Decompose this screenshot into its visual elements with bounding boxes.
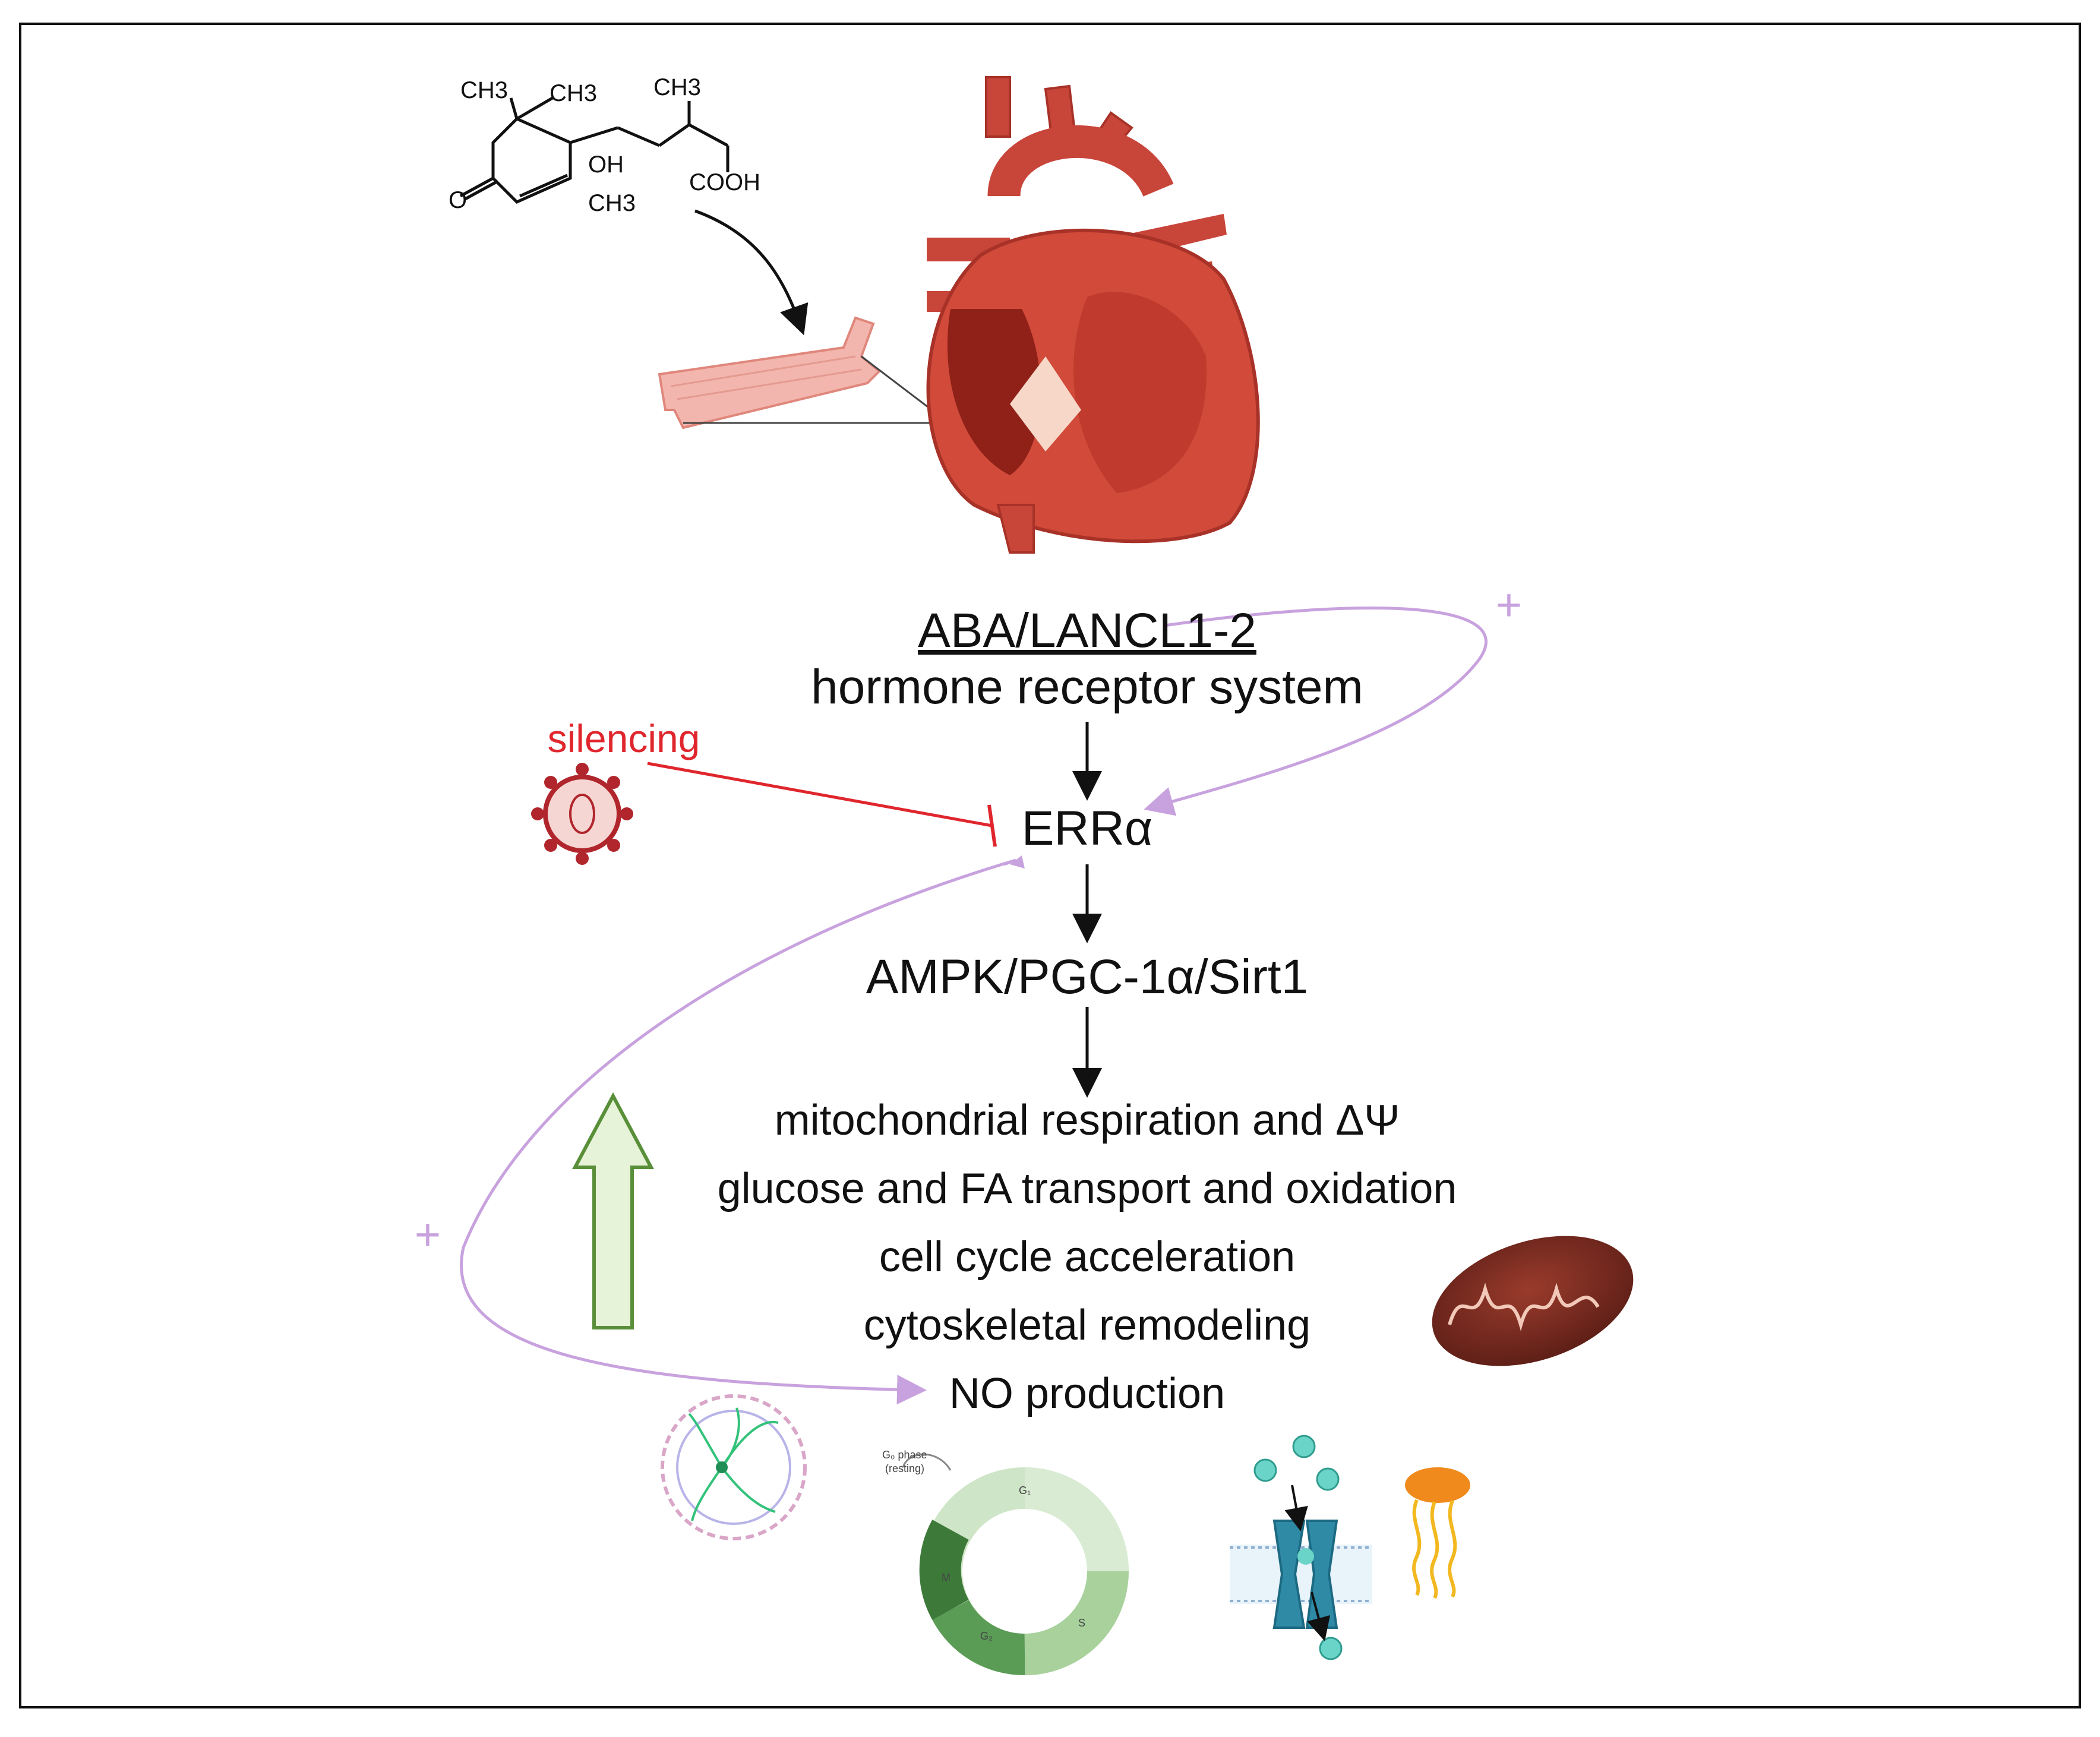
molecule-to-cell-arrow [694, 209, 809, 336]
outcome-item: mitochondrial respiration and ΔΨ [774, 1097, 1400, 1144]
outcome-item: cytoskeletal remodeling [863, 1302, 1311, 1349]
outcome-item: NO production [949, 1370, 1226, 1417]
feedback-arrow-upper [1144, 607, 1488, 816]
erra-label: ERRα [1021, 801, 1153, 855]
cell-cycle-g0-label: G₀ phase [882, 1449, 927, 1461]
receptor-system-title: ABA/LANCL1-2 [918, 604, 1256, 658]
feedback-arrow-lower-to-no [460, 858, 1016, 1405]
cytoskeleton-icon [661, 1394, 807, 1540]
cell-cycle-g2-label: G₂ [980, 1630, 993, 1642]
feedback-plus-lower: + [414, 1209, 441, 1260]
membrane-transporter-icon [1230, 1435, 1372, 1660]
silencing-inhibition-line [647, 762, 993, 828]
virus-icon [531, 763, 633, 865]
mitochondrion-icon [1432, 1236, 1634, 1366]
heart-illustration [926, 76, 1260, 554]
molecule-oh-label: OH [588, 151, 624, 178]
ampk-pgc1a-sirt1-label: AMPK/PGC-1α/Sirt1 [866, 950, 1309, 1004]
cell-cycle-g1-label: G₁ [1019, 1485, 1031, 1496]
feedback-arrow-lower-head-stub [1003, 858, 1016, 866]
aba-molecule-structure [459, 96, 730, 204]
cell-cycle-g0-sub: (resting) [885, 1463, 924, 1474]
molecule-ch3-c-label: CH3 [653, 74, 701, 100]
molecule-cooh-label: COOH [689, 169, 760, 195]
molecule-o-label: O [449, 187, 467, 213]
silencing-inhibition-bar [987, 804, 997, 847]
increase-up-arrow [572, 1092, 654, 1329]
cell-cycle-m-label: M [942, 1572, 950, 1584]
outcome-item: cell cycle acceleration [879, 1233, 1296, 1281]
fatty-acid-lipid-icon [1405, 1467, 1470, 1599]
silencing-label: silencing [547, 716, 700, 760]
molecule-ch3-d-label: CH3 [588, 190, 636, 216]
molecule-ch3-b-label: CH3 [550, 80, 597, 106]
zoom-line-upper [861, 355, 936, 414]
receptor-system-subtitle: hormone receptor system [811, 660, 1363, 714]
feedback-plus-upper: + [1495, 580, 1523, 630]
cell-cycle-s-label: S [1078, 1617, 1085, 1629]
cell-cycle-diagram: G₀ phase (resting) G₁ S G₂ M [882, 1449, 1129, 1676]
feedback-arrow-lower-head [1010, 855, 1025, 868]
cardiomyocyte-illustration [658, 316, 881, 429]
molecule-ch3-a-label: CH3 [460, 77, 508, 103]
outcome-item: glucose and FA transport and oxidation [717, 1165, 1457, 1212]
figure-border [19, 23, 2081, 1708]
